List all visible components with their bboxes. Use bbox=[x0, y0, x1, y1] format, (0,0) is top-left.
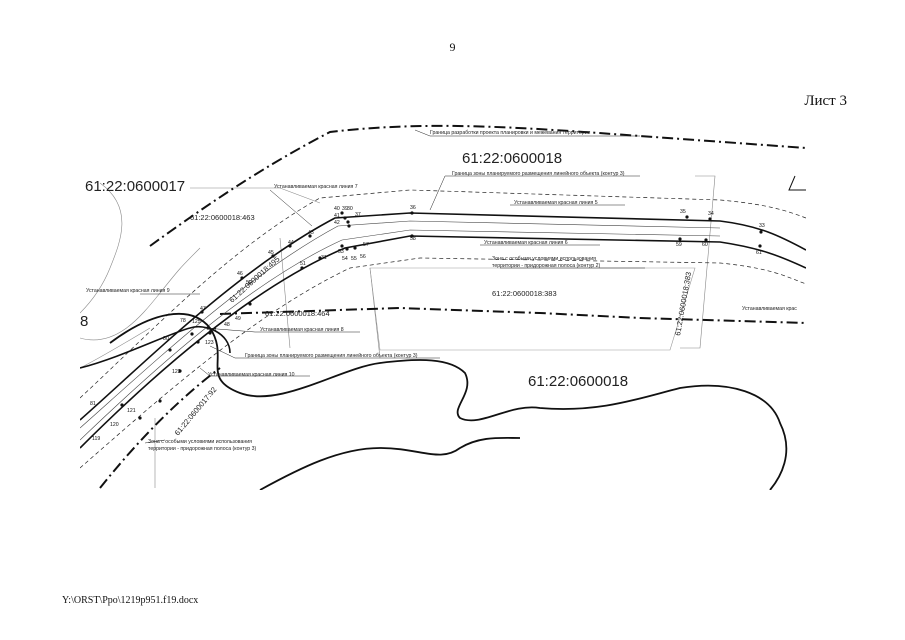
red-line-cut-note: Устанавливаемая крас bbox=[742, 306, 797, 312]
svg-text:59: 59 bbox=[676, 242, 682, 248]
zone2-note-line2: территории - придорожная полоса (контур … bbox=[492, 263, 601, 269]
svg-text:36: 36 bbox=[410, 205, 416, 211]
road-red-lines bbox=[80, 212, 806, 449]
survey-points bbox=[120, 211, 763, 420]
svg-text:47: 47 bbox=[200, 306, 206, 312]
svg-text:34: 34 bbox=[708, 211, 714, 217]
svg-text:60: 60 bbox=[702, 242, 708, 248]
red-line-5-note: Устанавливаемая красная линия 5 bbox=[514, 200, 598, 206]
svg-text:35: 35 bbox=[680, 209, 686, 215]
svg-text:121: 121 bbox=[127, 408, 136, 414]
parcel-383-label: 61:22:0600018:383 bbox=[492, 289, 557, 298]
svg-text:56: 56 bbox=[360, 254, 366, 260]
project-boundary-note: Граница разработки проекта планировки и … bbox=[430, 130, 591, 136]
red-line-10-note: Устанавливаемая красная линия 10 bbox=[208, 372, 295, 378]
sheet-label: Лист 3 bbox=[804, 93, 847, 109]
svg-text:125: 125 bbox=[192, 319, 201, 325]
parcel-463-label: 61:22:0600018:463 bbox=[190, 213, 255, 222]
svg-text:57: 57 bbox=[363, 242, 369, 248]
svg-text:78: 78 bbox=[180, 318, 186, 324]
zone2-note-line1: Зона с особыми условиями использования bbox=[492, 256, 596, 262]
edge-bracket bbox=[788, 175, 806, 191]
parcel-464-label: 61:22:0600018:464 bbox=[265, 309, 330, 318]
svg-text:122: 122 bbox=[172, 369, 181, 375]
shore-left bbox=[80, 326, 231, 369]
red-line-7-note: Устанавливаемая красная линия 7 bbox=[274, 184, 358, 190]
svg-text:41: 41 bbox=[334, 213, 340, 219]
red-line-9-note: Устанавливаемая красная линия 9 bbox=[86, 288, 170, 294]
svg-text:123: 123 bbox=[205, 340, 214, 346]
red-line-6-note: Устанавливаемая красная линия 6 bbox=[484, 240, 568, 246]
svg-text:40: 40 bbox=[334, 206, 340, 212]
svg-text:54: 54 bbox=[342, 256, 348, 262]
project-boundary-line bbox=[99, 124, 806, 489]
parcel-495-label: 61:22:0600018:495 bbox=[227, 255, 281, 305]
zone3-note-line2: территории - придорожная полоса (контур … bbox=[148, 446, 257, 452]
svg-text:81: 81 bbox=[90, 401, 96, 407]
cadastral-quarter-left: 61:22:0600017 bbox=[85, 178, 185, 195]
road-zone-dashed bbox=[80, 189, 806, 469]
road-carriageway bbox=[80, 220, 721, 441]
red-line-8-note: Устанавливаемая красная линия 8 bbox=[260, 327, 344, 333]
cadastral-quarter-bottom: 61:22:0600018 bbox=[528, 373, 628, 390]
svg-text:124: 124 bbox=[208, 328, 217, 334]
svg-text:43: 43 bbox=[308, 230, 314, 236]
svg-text:61: 61 bbox=[756, 250, 762, 256]
planning-map: 61:22:0600018 61:22:0600017 61:22:060001… bbox=[80, 118, 806, 490]
svg-text:44: 44 bbox=[288, 240, 294, 246]
leader-lines bbox=[140, 129, 645, 444]
footer-file-path: Y:\ORST\Ppo\1219p951.f19.docx bbox=[62, 595, 199, 606]
svg-text:50: 50 bbox=[246, 280, 252, 286]
svg-text:39: 39 bbox=[342, 206, 348, 212]
svg-text:42: 42 bbox=[334, 220, 340, 226]
river-shoreline bbox=[109, 312, 788, 490]
zone3-note-line1: Зона с особыми условиями использования bbox=[148, 439, 252, 445]
river-shoreline-lower bbox=[259, 436, 521, 490]
zone3-boundary-bottom-note: Граница зоны планируемого размещения лин… bbox=[245, 352, 418, 359]
svg-text:45: 45 bbox=[268, 250, 274, 256]
parcel-792-label: 61:22:0600017:92 bbox=[173, 385, 219, 437]
svg-text:80: 80 bbox=[163, 336, 169, 342]
zone3-boundary-top-note: Граница зоны планируемого размещения лин… bbox=[452, 170, 625, 177]
svg-text:120: 120 bbox=[110, 422, 119, 428]
parcel-383-vertical-label: 61:22:0600018:383 bbox=[673, 271, 693, 336]
svg-text:58: 58 bbox=[410, 236, 416, 242]
cadastral-edge-label: 8 bbox=[80, 313, 88, 330]
svg-text:46: 46 bbox=[237, 271, 243, 277]
svg-text:49: 49 bbox=[235, 316, 241, 322]
svg-text:51: 51 bbox=[300, 261, 306, 267]
map-drawing: 61:22:0600018 61:22:0600017 61:22:060001… bbox=[80, 124, 806, 490]
svg-text:119: 119 bbox=[92, 436, 100, 442]
point-numbers: 30 31 33 34 35 36 37 39 40 41 42 43 44 4… bbox=[90, 205, 765, 442]
svg-text:31: 31 bbox=[321, 255, 327, 261]
svg-text:30: 30 bbox=[347, 206, 353, 212]
cadastral-quarter-top: 61:22:0600018 bbox=[462, 150, 562, 167]
svg-text:37: 37 bbox=[355, 212, 361, 218]
svg-text:33: 33 bbox=[759, 223, 765, 229]
svg-text:53: 53 bbox=[338, 249, 344, 255]
page-number: 9 bbox=[449, 40, 456, 54]
svg-text:55: 55 bbox=[351, 256, 357, 262]
svg-text:48: 48 bbox=[224, 322, 230, 328]
